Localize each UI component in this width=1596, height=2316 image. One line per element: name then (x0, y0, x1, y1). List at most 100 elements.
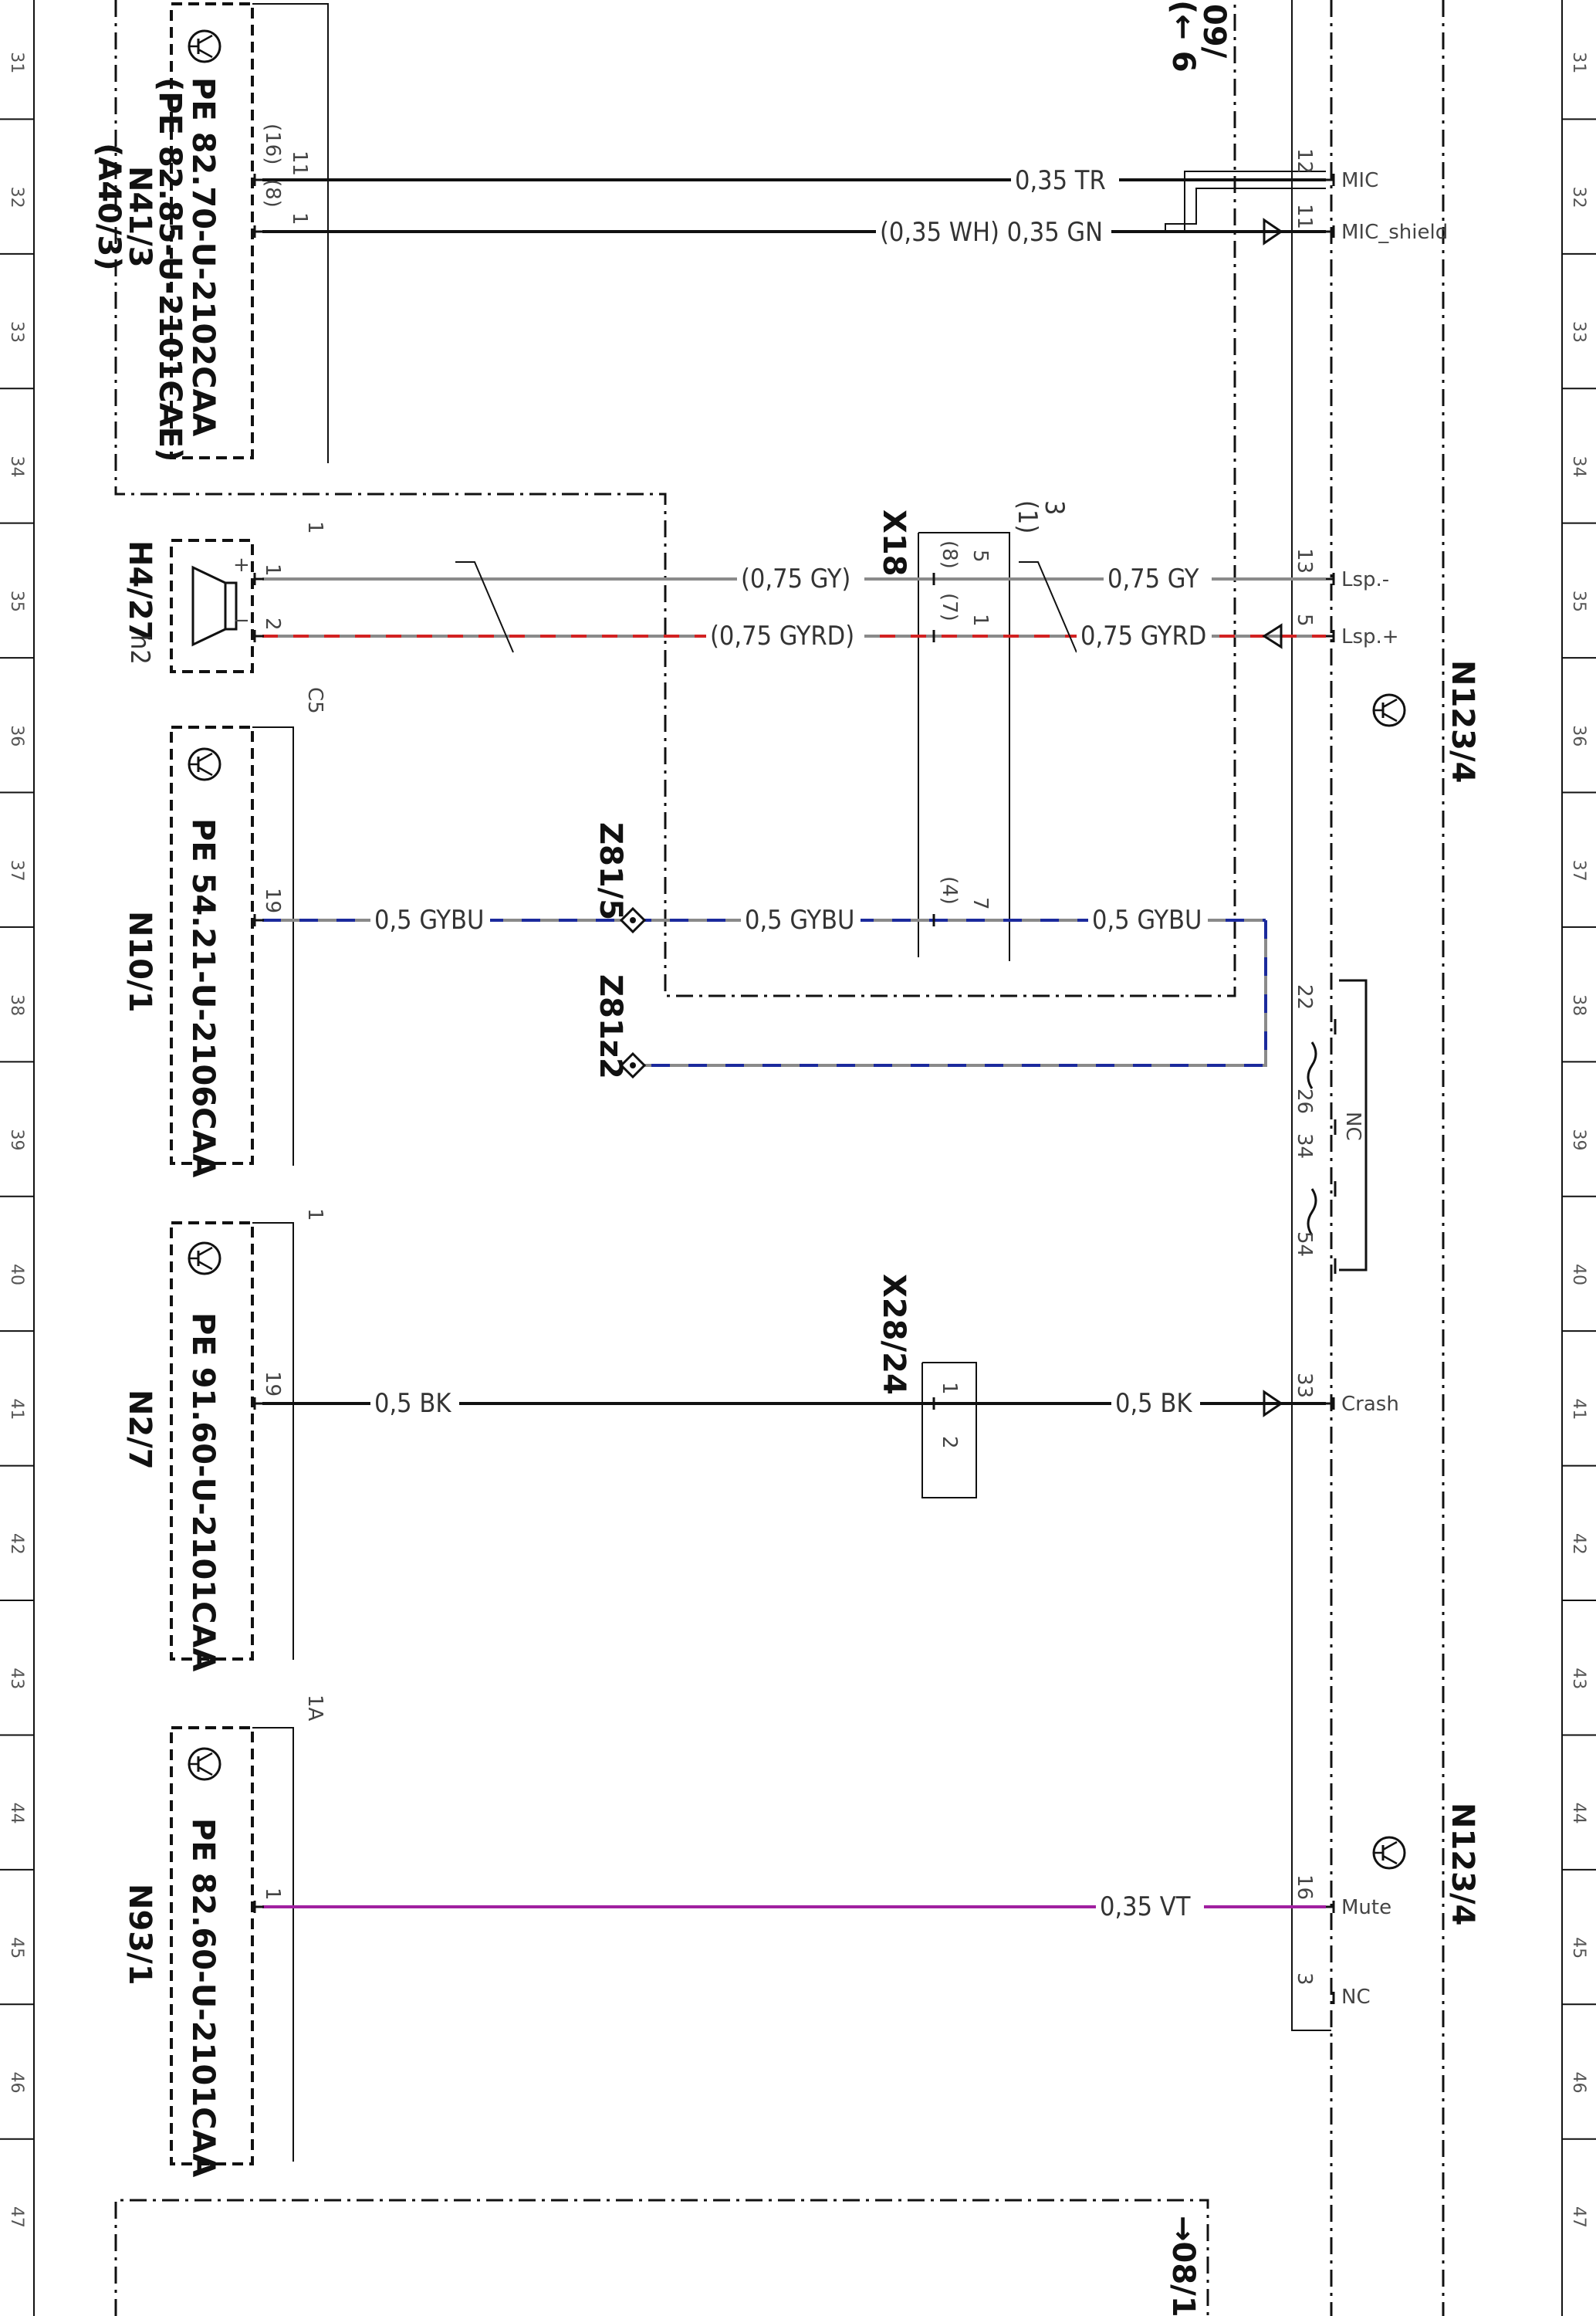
n93-name: N93/1 (122, 1884, 157, 1986)
ruler-number: 39 (7, 1129, 26, 1151)
n123-pin-26: 26 (1293, 1089, 1316, 1114)
ruler-number: 47 (1569, 2206, 1588, 2228)
ruler-number: 45 (1569, 1937, 1588, 1959)
n41-pin-a: 11 (288, 151, 311, 176)
n2-name: N2/7 (122, 1390, 157, 1470)
n2-pe: PE 91.60-U-2101CAA (185, 1312, 221, 1671)
h4-minus-sign: − (233, 609, 250, 632)
pin-label-mic: MIC (1341, 169, 1378, 192)
speaker-symbol (191, 565, 238, 647)
n41-name: N41/3 (122, 166, 157, 268)
ruler-number: 42 (7, 1533, 26, 1555)
ruler-number: 47 (7, 2206, 26, 2228)
ruler-number: 33 (7, 321, 26, 343)
n123-pin-mic: 12 (1293, 148, 1316, 174)
ruler-number: 44 (7, 1803, 26, 1824)
transistor-icon (1372, 1836, 1406, 1870)
ruler-number: 38 (7, 994, 26, 1016)
component-frames (114, 0, 1445, 2316)
h4-name: H4/27 (122, 540, 157, 642)
transistor-icon (188, 747, 221, 781)
n93-pe: PE 82.60-U-2101CAA (185, 1818, 221, 2177)
wire-label-bk-left: 0,5 BK (374, 1388, 451, 1419)
h4-suffix: h2 (124, 635, 155, 665)
rotated-labels: PE 82.70-U-2102CAA (PE 82.85-U-2101CAE) … (91, 0, 1480, 2316)
n10-pin: 19 (261, 888, 284, 913)
ruler-number: 40 (7, 1264, 26, 1285)
n123-box (1291, 0, 1331, 2031)
transistor-icon (188, 1747, 221, 1781)
pin-label-mute: Mute (1341, 1896, 1391, 1919)
wire-label-mic: 0,35 TR (1015, 165, 1106, 196)
transistor-icon (188, 1241, 221, 1275)
ruler-number: 38 (1569, 994, 1588, 1016)
x28-pin2: 2 (938, 1436, 961, 1449)
ruler-number: 35 (7, 591, 26, 612)
ruler-number: 41 (7, 1398, 26, 1420)
n123-name-top: N123/4 (1445, 660, 1480, 783)
h4-conn: 1 (303, 521, 326, 534)
ruler-number: 37 (1569, 860, 1588, 882)
ruler-number: 31 (7, 52, 26, 73)
transistor-icon (1372, 693, 1406, 727)
z81-5-name: Z81/5 (593, 822, 628, 920)
x28-box (921, 1362, 977, 1498)
pin-label-lsp-plus: Lsp.+ (1341, 625, 1399, 648)
ruler-number: 46 (1569, 2071, 1588, 2093)
n123-nc-group-label: NC (1341, 1112, 1364, 1141)
wire-label-vt: 0,35 VT (1100, 1891, 1191, 1922)
x18-pin1: 1 (969, 614, 992, 627)
wire-label-mic-shield: (0,35 WH) 0,35 GN (880, 217, 1103, 248)
ruler-number: 40 (1569, 1264, 1588, 1285)
n41-pe2: (PE 82.85-U-2101CAE) (152, 77, 188, 462)
h4-pin-plus: 1 (261, 564, 284, 577)
ruler-number: 46 (7, 2071, 26, 2093)
pin-label-lsp-minus: Lsp.- (1341, 568, 1389, 591)
n41-alt: (A40/3) (91, 143, 127, 271)
ref-bottom: →08/1C (1165, 2216, 1201, 2316)
ruler-number: 32 (1569, 187, 1588, 208)
n123-pin-crash: 33 (1293, 1373, 1316, 1398)
n10-pe: PE 54.21-U-2106CAA (185, 818, 221, 1177)
ruler-number: 33 (1569, 321, 1588, 343)
ruler-number: 43 (7, 1668, 26, 1689)
n41-pe1: PE 82.70-U-2102CAA (185, 77, 221, 436)
pin-label-crash: Crash (1341, 1393, 1399, 1416)
transistor-icon (188, 29, 221, 63)
pin-terminals (253, 174, 1335, 2004)
ruler-number: 34 (7, 455, 26, 477)
ruler-number: 41 (1569, 1398, 1588, 1420)
pin-label-nc: NC (1341, 1986, 1371, 2009)
x18-box (918, 532, 1010, 961)
x18-name: X18 (876, 510, 911, 577)
device-boxes (170, 2, 254, 2165)
ruler-number: 42 (1569, 1533, 1588, 1555)
wire-label-gybu-1: 0,5 GYBU (374, 905, 484, 936)
ruler-number: 36 (1569, 725, 1588, 747)
pin-label-mic-shield: MIC_shield (1341, 221, 1448, 244)
x18-conn: 3 (1039, 500, 1070, 515)
nc-group (1307, 979, 1368, 1274)
n2-conn: 1 (303, 1208, 326, 1221)
ruler-number: 43 (1569, 1668, 1588, 1689)
n41-pin-b: 1 (288, 212, 311, 225)
n41-pin-a-alt: (16) (261, 124, 284, 164)
ref-top-arrow: (← 6 (1165, 0, 1201, 73)
x18-conn-alt: (1) (1012, 500, 1043, 533)
ruler-number: 34 (1569, 455, 1588, 477)
n123-pin-nc: 3 (1293, 1972, 1316, 1986)
device-box-tails (252, 3, 329, 2162)
n123-pin-mic-shield: 11 (1293, 204, 1316, 229)
ruler-number: 39 (1569, 1129, 1588, 1151)
n10-name: N10/1 (122, 911, 157, 1013)
splice-z81-5 (619, 906, 647, 934)
x18-pin7-alt: (4) (938, 876, 961, 905)
n123-pin-labels: MIC MIC_shield Lsp.- Lsp.+ Crash Mute NC (1341, 169, 1448, 2009)
n41-pin-b-alt: (8) (261, 179, 284, 208)
ref-top: 09/ (1196, 4, 1232, 59)
ruler-number: 44 (1569, 1803, 1588, 1824)
x18-pin7: 7 (969, 897, 992, 910)
n123-pin-lsp-plus: 5 (1293, 614, 1316, 627)
